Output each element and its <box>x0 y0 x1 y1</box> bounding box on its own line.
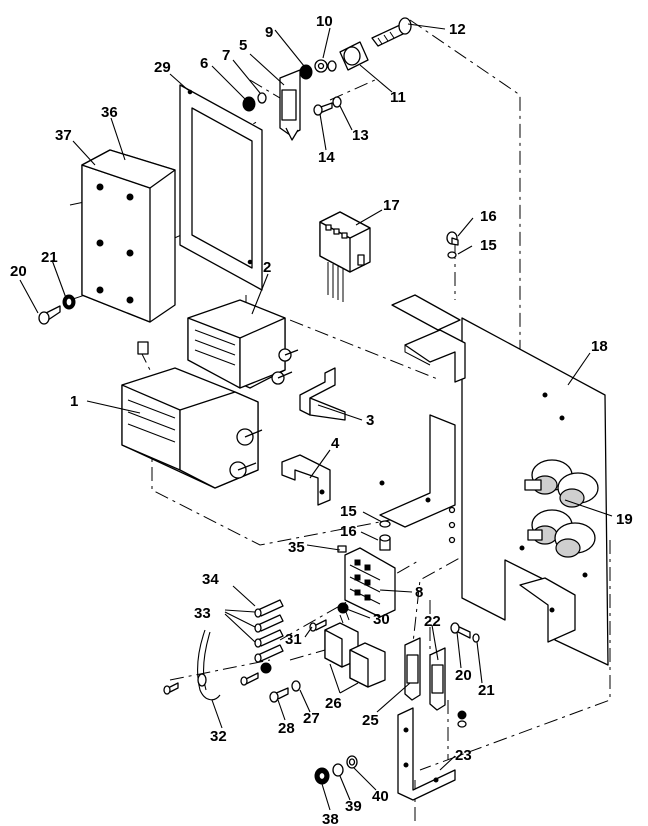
callout-17: 17 <box>383 197 400 214</box>
lower-angle-bracket <box>519 577 576 643</box>
callout-15-mid: 15 <box>340 503 357 520</box>
solenoid-small <box>187 299 299 389</box>
cover-screw <box>38 294 76 325</box>
terminal-posts <box>524 459 599 558</box>
upper-bracket <box>391 294 466 383</box>
callout-27: 27 <box>303 710 320 727</box>
callout-22: 22 <box>424 613 441 630</box>
callout-6: 6 <box>200 55 208 72</box>
callout-29: 29 <box>154 59 171 76</box>
callout-20-left: 20 <box>10 263 27 280</box>
callout-16-mid: 16 <box>340 523 357 540</box>
strap-bracket-4 <box>281 454 331 506</box>
cover <box>81 149 176 323</box>
callout-4: 4 <box>331 435 340 452</box>
circuit-breakers <box>404 637 446 711</box>
callout-34: 34 <box>202 571 219 588</box>
relays <box>324 611 386 688</box>
callout-40: 40 <box>372 788 389 805</box>
bracket-screw-middle <box>379 520 391 551</box>
connector <box>319 211 371 302</box>
wire-harness <box>163 629 221 701</box>
callout-28: 28 <box>278 720 295 737</box>
fuse-block <box>337 545 396 618</box>
callout-21-right: 21 <box>478 682 495 699</box>
callout-37: 37 <box>55 127 72 144</box>
callout-35: 35 <box>288 539 305 556</box>
bracket-hardware <box>314 755 358 785</box>
callout-26: 26 <box>325 695 342 712</box>
callout-39: 39 <box>345 798 362 815</box>
callout-8: 8 <box>415 584 423 601</box>
callout-21-left: 21 <box>41 249 58 266</box>
callout-7: 7 <box>222 47 230 64</box>
callout-5: 5 <box>239 37 247 54</box>
callout-36: 36 <box>101 104 118 121</box>
callout-30: 30 <box>373 611 390 628</box>
callout-23: 23 <box>455 747 472 764</box>
callout-14: 14 <box>318 149 335 166</box>
strap-bracket-3 <box>299 367 346 421</box>
callout-19: 19 <box>616 511 633 528</box>
callout-labels: 12 10 9 5 7 6 29 11 13 14 36 37 17 16 15… <box>10 13 633 826</box>
breaker-screw <box>450 622 480 728</box>
callout-15-top: 15 <box>480 237 497 254</box>
gasket <box>179 84 263 291</box>
callout-31: 31 <box>285 631 302 648</box>
callout-9: 9 <box>265 24 273 41</box>
callout-11: 11 <box>390 89 406 106</box>
callout-25: 25 <box>362 712 379 729</box>
callout-16-top: 16 <box>480 208 497 225</box>
callout-2: 2 <box>263 259 271 276</box>
solenoid-large <box>121 341 263 489</box>
callout-12: 12 <box>449 21 466 38</box>
callout-38: 38 <box>322 811 339 826</box>
callout-18: 18 <box>591 338 608 355</box>
callout-3: 3 <box>366 412 374 429</box>
callout-33: 33 <box>194 605 211 622</box>
callout-32: 32 <box>210 728 227 745</box>
breaker-bracket <box>397 707 456 801</box>
callout-1: 1 <box>70 393 78 410</box>
callout-20-right: 20 <box>455 667 472 684</box>
middle-bracket <box>379 414 456 544</box>
relay-hardware <box>240 662 301 703</box>
top-hardware <box>242 17 412 141</box>
leader-lines <box>19 23 613 811</box>
fuse-block-hardware <box>309 602 349 632</box>
fuses <box>254 599 284 663</box>
callout-13: 13 <box>352 127 369 144</box>
callout-10: 10 <box>316 13 333 30</box>
bracket-screw-top <box>446 231 459 259</box>
mounting-plate <box>461 317 609 666</box>
